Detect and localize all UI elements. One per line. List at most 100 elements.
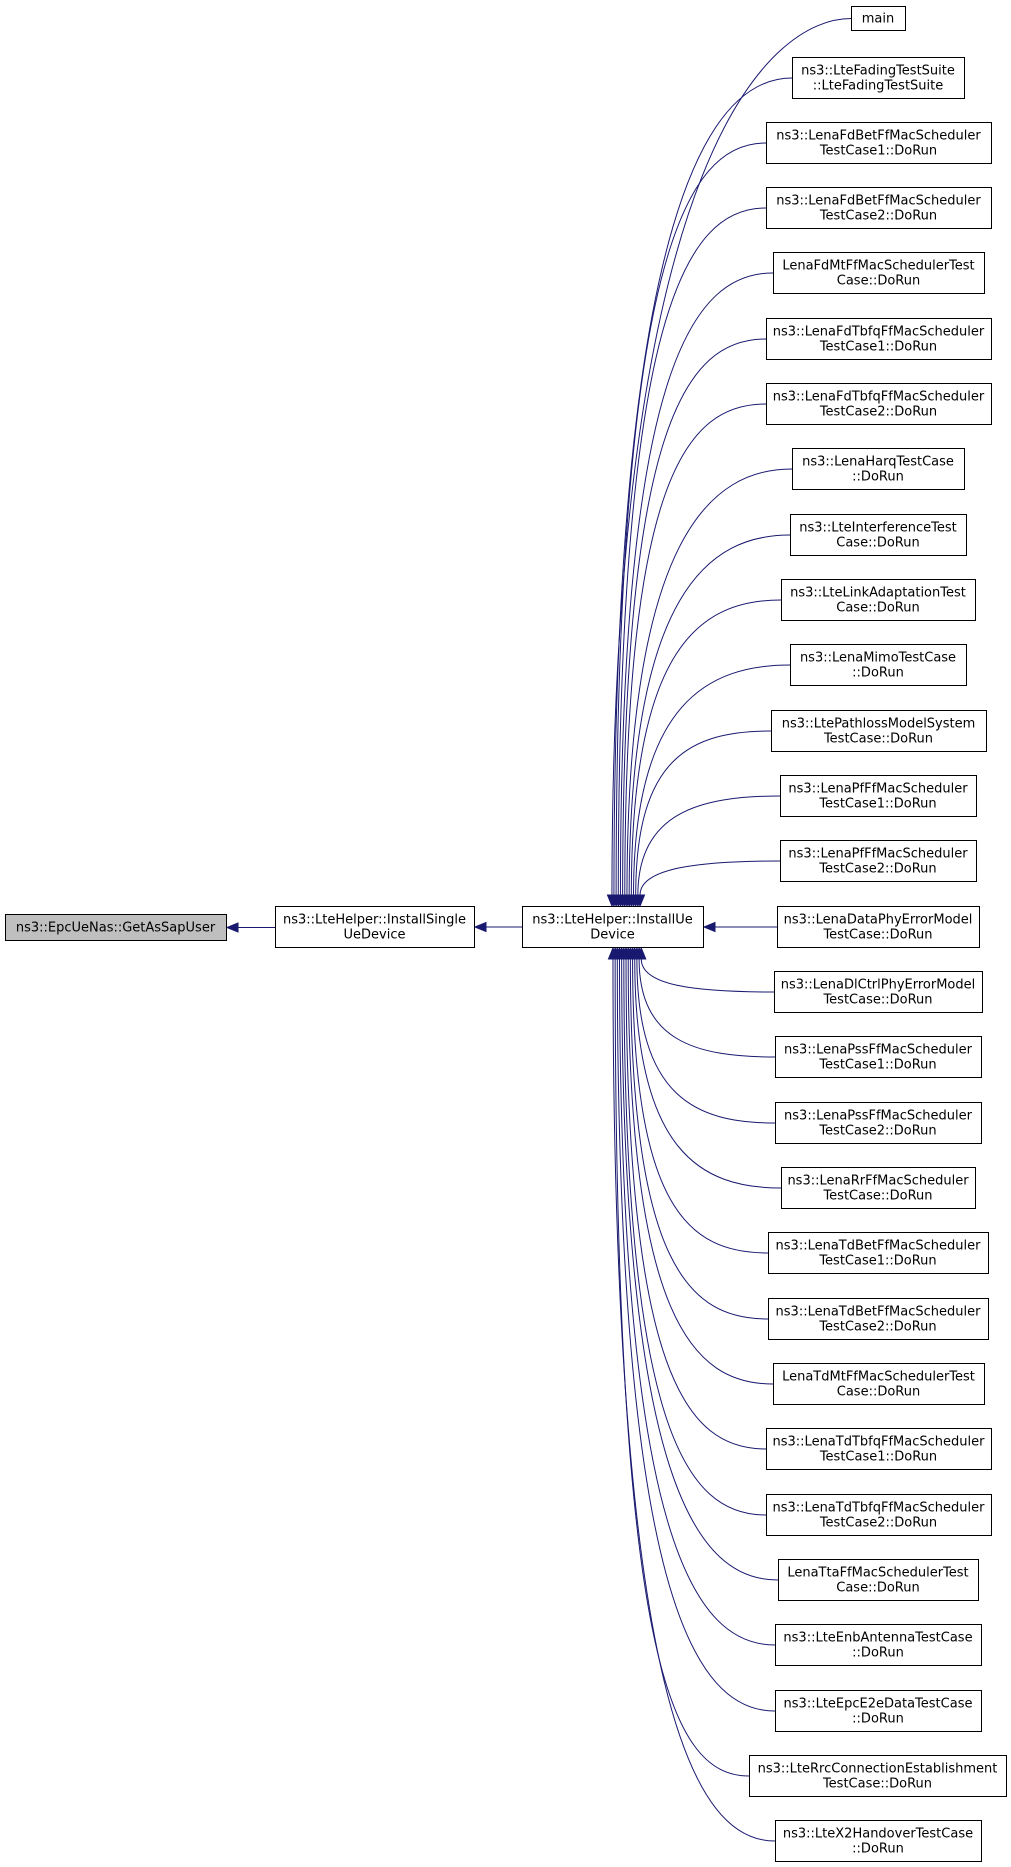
node-caller-ns3-lenadlctrlphyerrormodeltestcase-dorun[interactable]: ns3::LenaDlCtrlPhyErrorModelTestCase::Do… [774,971,983,1013]
node-caller-ns3-ltex2handovertestcase-dorun[interactable]: ns3::LteX2HandoverTestCase::DoRun [775,1820,982,1862]
node-caller-ns3-ltex2handovertestcase-dorun-box [775,1820,982,1862]
node-caller-ns3-lterrcconnectionestablishmenttestcase-dorun-box [749,1755,1007,1797]
node-caller-ns3-lenadataphyerrormodeltestcase-dorun-box [777,906,980,948]
node-caller-ns3-lenatdtbfqffmacschedulertestcase1-dorun-box [766,1428,992,1470]
node-caller-ns3-ltelinkadaptationtestcase-dorun-label-line-2: Case::DoRun [836,601,919,616]
node-caller-ns3-lenatdbetffmacschedulertestcase1-dorun-box [768,1232,989,1274]
arrowhead-ns3-ltex2handovertestcase-dorun [607,946,619,960]
node-caller-ns3-lenatdbetffmacschedulertestcase2-dorun-label-line-1: ns3::LenaTdBetFfMacScheduler [776,1305,982,1320]
edge-ns3-lenapssffmacschedulertestcase1-dorun-to-installuedevice [638,958,776,1058]
node-caller-ns3-lenapfffmacschedulertestcase2-dorun[interactable]: ns3::LenaPfFfMacSchedulerTestCase2::DoRu… [780,840,977,882]
node-caller-ns3-ltefadingtestsuite-ltefadingtestsuite-box [792,57,965,99]
node-caller-ns3-lenafdtbfqffmacschedulertestcase1-dorun[interactable]: ns3::LenaFdTbfqFfMacSchedulerTestCase1::… [766,318,992,360]
node-caller-lenatdmtffmacschedulertestcase-dorun-label-line-2: Case::DoRun [837,1385,920,1400]
node-caller-ns3-lteepce2edatatestcase-dorun-label-line-2: ::DoRun [852,1712,904,1727]
node-caller-ns3-lenapssffmacschedulertestcase1-dorun-box [775,1036,982,1078]
edge-ns3-ltefadingtestsuite-ltefadingtestsuite-to-installuedevice [613,77,793,896]
edge-ns3-lenafdbetffmacschedulertestcase2-dorun-to-installuedevice [617,207,767,896]
node-caller-ns3-lenamimotestcase-dorun-label-line-2: ::DoRun [852,666,904,681]
node-caller-ns3-ltepathlossmodelsystemtestcase-dorun[interactable]: ns3::LtePathlossModelSystemTestCase::DoR… [771,710,987,752]
node-caller-ns3-lenafdbetffmacschedulertestcase2-dorun-label-line-1: ns3::LenaFdBetFfMacScheduler [776,194,981,209]
node-caller-lenatdmtffmacschedulertestcase-dorun-box [773,1363,985,1405]
node-caller-ns3-lenapfffmacschedulertestcase1-dorun[interactable]: ns3::LenaPfFfMacSchedulerTestCase1::DoRu… [780,775,977,817]
node-caller-ns3-lenatdtbfqffmacschedulertestcase2-dorun-label-line-1: ns3::LenaTdTbfqFfMacScheduler [773,1501,986,1516]
node-caller-ns3-lenatdbetffmacschedulertestcase2-dorun[interactable]: ns3::LenaTdBetFfMacSchedulerTestCase2::D… [768,1298,989,1340]
edge-ns3-lterrcconnectionestablishmenttestcase-dorun-to-installuedevice [614,958,750,1777]
node-caller-ns3-ltex2handovertestcase-dorun-label-line-1: ns3::LteX2HandoverTestCase [783,1827,973,1842]
node-caller-ns3-lenatdbetffmacschedulertestcase1-dorun-label-line-1: ns3::LenaTdBetFfMacScheduler [776,1239,982,1254]
node-caller-ns3-ltepathlossmodelsystemtestcase-dorun-box [771,710,987,752]
node-caller-ns3-lteepce2edatatestcase-dorun-box [775,1690,982,1732]
node-caller-ns3-lenapssffmacschedulertestcase2-dorun-box [775,1102,982,1144]
node-caller-ns3-lenapfffmacschedulertestcase1-dorun-label-line-2: TestCase1::DoRun [818,797,936,812]
node-caller-lenattaffmacschedulertestcase-dorun-box [778,1559,979,1601]
node-caller-ns3-ltefadingtestsuite-ltefadingtestsuite-label-line-2: ::LteFadingTestSuite [813,79,944,94]
node-caller-ns3-lenadlctrlphyerrormodeltestcase-dorun-box [774,971,983,1013]
edge-ns3-lenapfffmacschedulertestcase2-dorun-to-installuedevice [639,860,781,896]
node-caller-ns3-lenafdbetffmacschedulertestcase1-dorun[interactable]: ns3::LenaFdBetFfMacSchedulerTestCase1::D… [766,122,992,164]
node-caller-ns3-lenapssffmacschedulertestcase1-dorun-label-line-1: ns3::LenaPssFfMacScheduler [784,1043,973,1058]
edge-lenatdmtffmacschedulertestcase-dorun-to-installuedevice [627,958,774,1385]
node-caller-ns3-lenapssffmacschedulertestcase2-dorun-label-line-2: TestCase2::DoRun [818,1124,936,1139]
node-caller-ns3-lenapfffmacschedulertestcase1-dorun-box [780,775,977,817]
node-caller-ns3-lenapssffmacschedulertestcase2-dorun[interactable]: ns3::LenaPssFfMacSchedulerTestCase2::DoR… [775,1102,982,1144]
node-caller-ns3-lenarrffmacschedulertestcase-dorun-label-line-2: TestCase::DoRun [822,1189,932,1204]
node-caller-ns3-lterrcconnectionestablishmenttestcase-dorun[interactable]: ns3::LteRrcConnectionEstablishmentTestCa… [749,1755,1007,1797]
edge-ns3-lenatdtbfqffmacschedulertestcase1-dorun-to-installuedevice [625,958,767,1450]
edge-ns3-lteinterferencetestcase-dorun-to-installuedevice [628,534,791,896]
node-caller-ns3-lenafdbetffmacschedulertestcase1-dorun-box [766,122,992,164]
node-caller-ns3-lteenbantennatestcase-dorun-label-line-1: ns3::LteEnbAntennaTestCase [783,1631,972,1646]
node-caller-ns3-lteenbantennatestcase-dorun[interactable]: ns3::LteEnbAntennaTestCase::DoRun [775,1624,982,1666]
edge-ns3-ltepathlossmodelsystemtestcase-dorun-to-installuedevice [635,730,772,896]
graph-nodes: ns3::EpcUeNas::GetAsSapUser ns3::LteHelpe… [5,6,1007,1862]
node-caller-ns3-lenafdbetffmacschedulertestcase2-dorun[interactable]: ns3::LenaFdBetFfMacSchedulerTestCase2::D… [766,187,992,229]
node-caller-ns3-lenapfffmacschedulertestcase2-dorun-label-line-2: TestCase2::DoRun [818,862,936,877]
node-caller-ns3-lenatdtbfqffmacschedulertestcase2-dorun[interactable]: ns3::LenaTdTbfqFfMacSchedulerTestCase2::… [766,1494,992,1536]
node-caller-ns3-lenapssffmacschedulertestcase2-dorun-label-line-1: ns3::LenaPssFfMacScheduler [784,1109,973,1124]
node-caller-ns3-lteinterferencetestcase-dorun-label-line-2: Case::DoRun [836,536,919,551]
arrowhead-getassapuser [225,922,239,933]
node-caller-ns3-lteenbantennatestcase-dorun-box [775,1624,982,1666]
node-ltehelper-installsingleuedevice-label-line-1: ns3::LteHelper::InstallSingle [283,913,466,928]
node-caller-ns3-lenadlctrlphyerrormodeltestcase-dorun-label-line-2: TestCase::DoRun [822,993,932,1008]
node-caller-ns3-lenatdbetffmacschedulertestcase2-dorun-label-line-2: TestCase2::DoRun [818,1320,936,1335]
edge-ns3-lenafdbetffmacschedulertestcase1-dorun-to-installuedevice [615,142,767,896]
node-caller-ns3-lenadataphyerrormodeltestcase-dorun[interactable]: ns3::LenaDataPhyErrorModelTestCase::DoRu… [777,906,980,948]
node-epcuenas-getassapuser[interactable]: ns3::EpcUeNas::GetAsSapUser [5,914,227,941]
node-caller-ns3-lenapssffmacschedulertestcase1-dorun[interactable]: ns3::LenaPssFfMacSchedulerTestCase1::DoR… [775,1036,982,1078]
edge-ns3-lenatdbetffmacschedulertestcase1-dorun-to-installuedevice [632,958,769,1254]
edge-ns3-lenatdtbfqffmacschedulertestcase2-dorun-to-installuedevice [623,958,767,1516]
node-caller-ns3-ltefadingtestsuite-ltefadingtestsuite[interactable]: ns3::LteFadingTestSuite::LteFadingTestSu… [792,57,965,99]
node-caller-ns3-lenamimotestcase-dorun[interactable]: ns3::LenaMimoTestCase::DoRun [790,644,967,686]
node-ltehelper-installuedevice-box [522,906,704,948]
node-caller-ns3-ltelinkadaptationtestcase-dorun-box [781,579,976,621]
node-caller-ns3-lenafdtbfqffmacschedulertestcase2-dorun-box [766,383,992,425]
node-caller-ns3-lenafdtbfqffmacschedulertestcase1-dorun-box [766,318,992,360]
node-caller-ns3-lteinterferencetestcase-dorun-box [790,514,967,556]
node-caller-ns3-lenaharqtestcase-dorun[interactable]: ns3::LenaHarqTestCase::DoRun [792,448,965,490]
edge-ns3-lenafdtbfqffmacschedulertestcase1-dorun-to-installuedevice [622,338,767,896]
node-caller-ns3-lenadlctrlphyerrormodeltestcase-dorun-label-line-1: ns3::LenaDlCtrlPhyErrorModel [781,978,976,993]
node-caller-ns3-ltex2handovertestcase-dorun-label-line-2: ::DoRun [852,1842,904,1857]
node-caller-ns3-lteepce2edatatestcase-dorun[interactable]: ns3::LteEpcE2eDataTestCase::DoRun [775,1690,982,1732]
node-caller-ns3-lenapfffmacschedulertestcase1-dorun-label-line-1: ns3::LenaPfFfMacScheduler [788,782,968,797]
node-caller-lenafdmtffmacschedulertestcase-dorun-label-line-2: Case::DoRun [837,274,920,289]
node-caller-ns3-lenafdtbfqffmacschedulertestcase2-dorun[interactable]: ns3::LenaFdTbfqFfMacSchedulerTestCase2::… [766,383,992,425]
node-caller-ns3-lenatdtbfqffmacschedulertestcase2-dorun-label-line-2: TestCase2::DoRun [819,1516,937,1531]
edge-ns3-lenamimotestcase-dorun-to-installuedevice [633,664,791,896]
node-caller-ns3-lenapfffmacschedulertestcase2-dorun-label-line-1: ns3::LenaPfFfMacScheduler [788,847,968,862]
edge-ns3-lenadlctrlphyerrormodeltestcase-dorun-to-installuedevice [640,958,775,993]
node-caller-ns3-lenatdtbfqffmacschedulertestcase1-dorun[interactable]: ns3::LenaTdTbfqFfMacSchedulerTestCase1::… [766,1428,992,1470]
node-caller-main[interactable]: main [851,6,906,31]
node-caller-ns3-lenamimotestcase-dorun-box [790,644,967,686]
node-caller-ns3-lenatdbetffmacschedulertestcase1-dorun[interactable]: ns3::LenaTdBetFfMacSchedulerTestCase1::D… [768,1232,989,1274]
